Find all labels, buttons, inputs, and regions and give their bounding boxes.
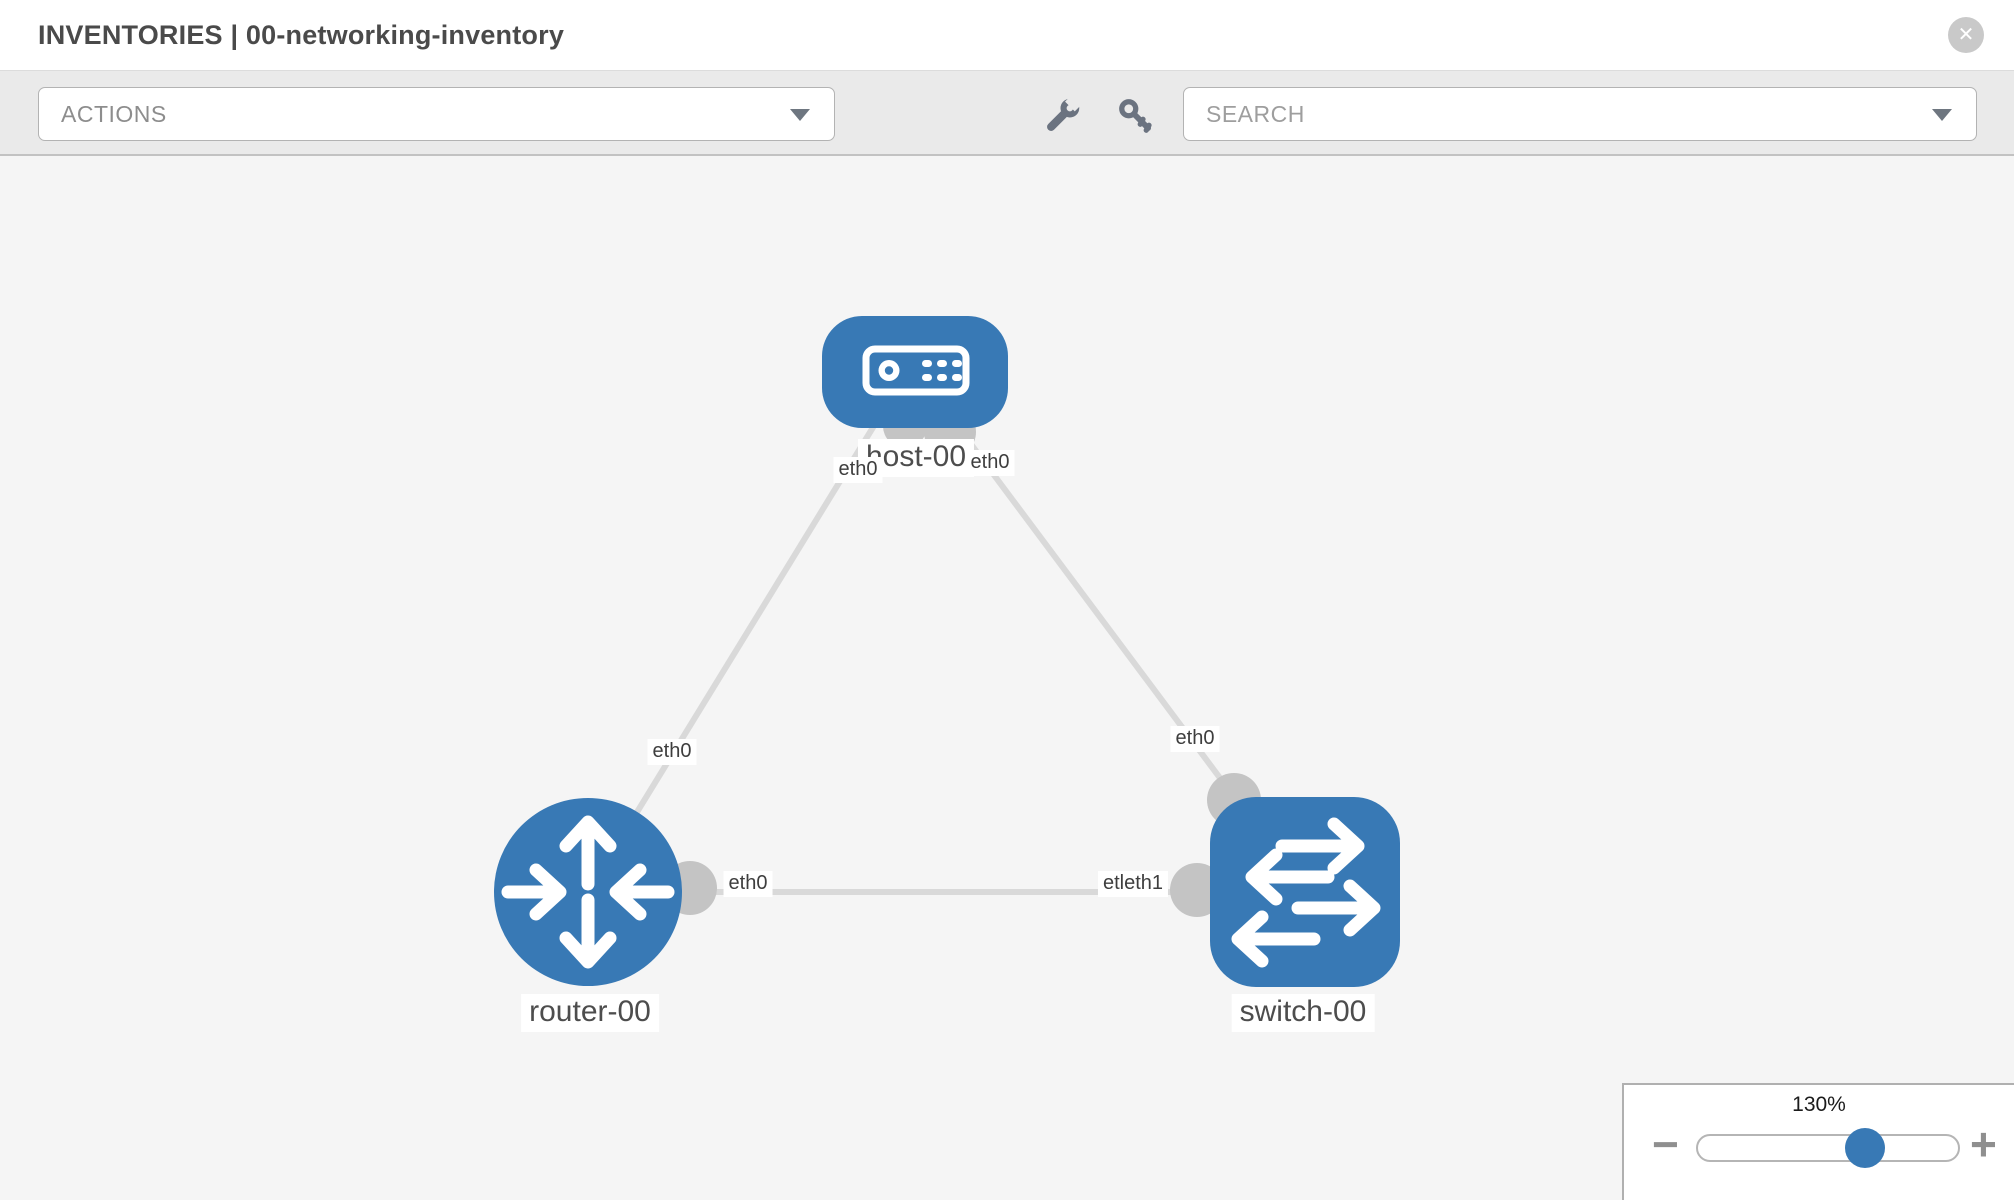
toolbar: ACTIONS SEARCH [0,70,2014,156]
node-host-00[interactable] [822,316,1008,428]
zoom-level-value: 130% [1792,1093,1846,1116]
key-icon[interactable] [1115,95,1155,135]
router-icon [501,815,675,969]
page-title: INVENTORIES | 00-networking-inventory [38,20,565,50]
zoom-out-button[interactable]: − [1652,1118,1679,1170]
interface-label-switch-routerlink: etleth1 [1097,871,1169,897]
close-icon[interactable]: ✕ [1948,17,1984,53]
zoom-control-panel: 130% − + [1622,1083,2014,1200]
topology-graph [494,316,1400,987]
interface-label-host-right: eth0 [965,450,1015,476]
header: INVENTORIES | 00-networking-inventory ✕ [0,0,2014,70]
interface-label-switch-uplink: eth0 [1170,726,1220,752]
interface-label-host-left: eth0 [833,457,883,483]
actions-dropdown-label: ACTIONS [61,101,167,127]
interface-label-router-uplink: eth0 [647,739,697,765]
search-dropdown[interactable]: SEARCH [1183,87,1977,141]
node-switch-00[interactable] [1210,797,1400,987]
switch-icon [1231,817,1381,968]
zoom-slider-track[interactable] [1696,1134,1960,1162]
host-icon [862,345,970,396]
links [585,414,1308,895]
node-label-router-00: router-00 [521,994,659,1032]
chevron-down-icon [1932,109,1952,121]
zoom-in-button[interactable]: + [1970,1118,1997,1170]
node-router-00[interactable] [494,798,682,986]
zoom-slider-handle[interactable] [1845,1128,1885,1168]
interface-label-router-switchlink: eth0 [723,871,773,897]
chevron-down-icon [790,109,810,121]
wrench-icon[interactable] [1043,95,1083,135]
search-dropdown-label: SEARCH [1206,101,1305,127]
interface-dots [663,404,1261,917]
topology-canvas[interactable]: host-00 router-00 switch-00 eth0 eth0 et… [0,156,2014,1200]
node-label-switch-00: switch-00 [1231,994,1375,1032]
actions-dropdown[interactable]: ACTIONS [38,87,835,141]
